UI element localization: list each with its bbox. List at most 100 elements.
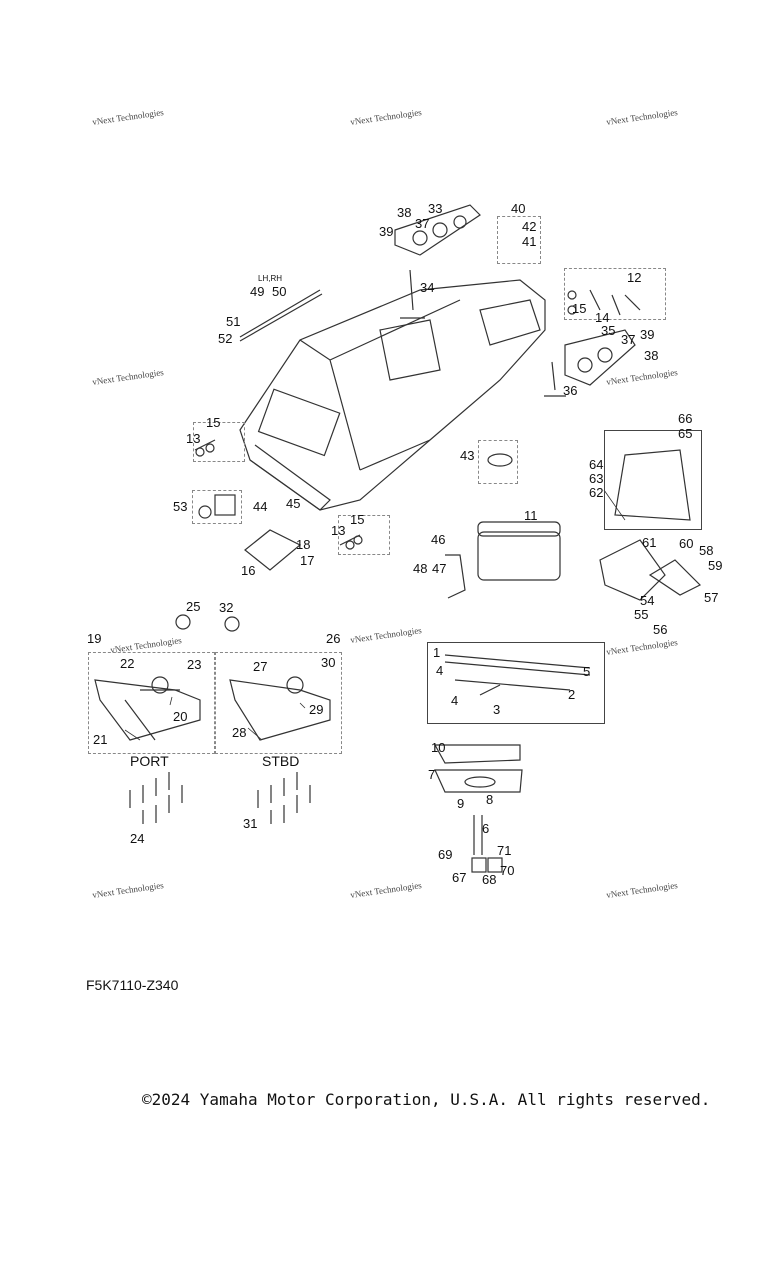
callout: 47 xyxy=(432,561,447,576)
callout: 66 xyxy=(678,411,693,426)
callout: 17 xyxy=(300,553,315,568)
callout: 23 xyxy=(187,657,202,672)
callout: 35 xyxy=(601,323,616,338)
callout: 16 xyxy=(241,563,256,578)
callout: 46 xyxy=(431,532,446,547)
callout: 13 xyxy=(331,523,346,538)
callout: 20 xyxy=(173,709,188,724)
callout: 34 xyxy=(420,280,435,295)
callout: 8 xyxy=(486,792,494,807)
callout: 2 xyxy=(568,687,576,702)
callout: 65 xyxy=(678,426,693,441)
group-box-13 xyxy=(193,422,245,462)
callout: 58 xyxy=(699,543,714,558)
callout: 50 xyxy=(272,284,287,299)
callout: 56 xyxy=(653,622,668,637)
callout: 69 xyxy=(438,847,453,862)
callout: 28 xyxy=(232,725,247,740)
callout: 37 xyxy=(621,332,636,347)
callout: 67 xyxy=(452,870,467,885)
callout: 24 xyxy=(130,831,145,846)
side-note: LH,RH xyxy=(258,274,283,283)
callout: 39 xyxy=(640,327,655,342)
bolts-stbd xyxy=(257,772,311,824)
group-box-port xyxy=(88,652,215,754)
callout: 5 xyxy=(583,664,591,679)
callout: 26 xyxy=(326,631,341,646)
callout: 41 xyxy=(522,234,537,249)
callout: 44 xyxy=(253,499,268,514)
callout: 62 xyxy=(589,485,604,500)
callout: 25 xyxy=(186,599,201,614)
callout: 37 xyxy=(415,216,430,231)
callout: 53 xyxy=(173,499,188,514)
callout: 48 xyxy=(413,561,428,576)
callout: 22 xyxy=(120,656,135,671)
callout: 19 xyxy=(87,631,102,646)
callout: 11 xyxy=(524,508,538,523)
group-box-rub-rail xyxy=(427,642,605,724)
cup-holder-right xyxy=(564,329,636,386)
caption-port: PORT xyxy=(130,753,169,769)
callout: 45 xyxy=(286,496,301,511)
cup-holder-top xyxy=(394,204,481,256)
callout: 29 xyxy=(309,702,324,717)
callout: 70 xyxy=(500,863,515,878)
group-box-stbd xyxy=(215,652,342,754)
callout: 68 xyxy=(482,872,497,887)
callout: 40 xyxy=(511,201,526,216)
callout: 43 xyxy=(460,448,475,463)
callout: 30 xyxy=(321,655,336,670)
bolts-port xyxy=(129,772,183,824)
group-box-53 xyxy=(192,490,242,524)
group-box-62 xyxy=(604,430,702,530)
callout: 54 xyxy=(640,593,655,608)
callout: 27 xyxy=(253,659,268,674)
callout: 6 xyxy=(482,821,490,836)
callout: 15 xyxy=(350,512,365,527)
caption-stbd: STBD xyxy=(262,753,300,769)
group-box-40 xyxy=(497,216,541,264)
callout: 31 xyxy=(243,816,258,831)
group-box-12 xyxy=(564,268,666,320)
callout: 52 xyxy=(218,331,233,346)
callout: 4 xyxy=(451,693,459,708)
callout: 18 xyxy=(296,537,311,552)
callout: 3 xyxy=(493,702,501,717)
callout: 7 xyxy=(428,767,436,782)
group-box-13b xyxy=(338,515,390,555)
callout: 38 xyxy=(397,205,412,220)
callout: 59 xyxy=(708,558,723,573)
callout: 38 xyxy=(644,348,659,363)
callout: 49 xyxy=(250,284,265,299)
callout: 4 xyxy=(436,663,444,678)
diagram-code: F5K7110-Z340 xyxy=(86,977,179,993)
callout: 63 xyxy=(589,471,604,486)
callout: 57 xyxy=(704,590,719,605)
callout: 60 xyxy=(679,536,694,551)
callout: 1 xyxy=(433,645,441,660)
callout: 10 xyxy=(431,740,446,755)
callout: 55 xyxy=(634,607,649,622)
group-box-43 xyxy=(478,440,518,484)
callout: 71 xyxy=(497,843,512,858)
callout: 32 xyxy=(219,600,234,615)
callout: 51 xyxy=(226,314,241,329)
trim-tab-stbd xyxy=(229,679,331,741)
storage-bin xyxy=(599,539,666,601)
callout: 61 xyxy=(642,535,657,550)
callout: 13 xyxy=(186,431,201,446)
callout: 15 xyxy=(206,415,221,430)
copyright-text: ©2024 Yamaha Motor Corporation, U.S.A. A… xyxy=(142,1090,711,1109)
callout: 15 xyxy=(572,301,587,316)
callout: 64 xyxy=(589,457,604,472)
mount-plate xyxy=(433,744,521,764)
cooler xyxy=(477,531,561,581)
callout: 36 xyxy=(563,383,578,398)
callout: 14 xyxy=(595,310,610,325)
callout: 12 xyxy=(627,270,642,285)
callout: 9 xyxy=(457,796,465,811)
callout: 21 xyxy=(93,732,108,747)
callout: 42 xyxy=(522,219,537,234)
